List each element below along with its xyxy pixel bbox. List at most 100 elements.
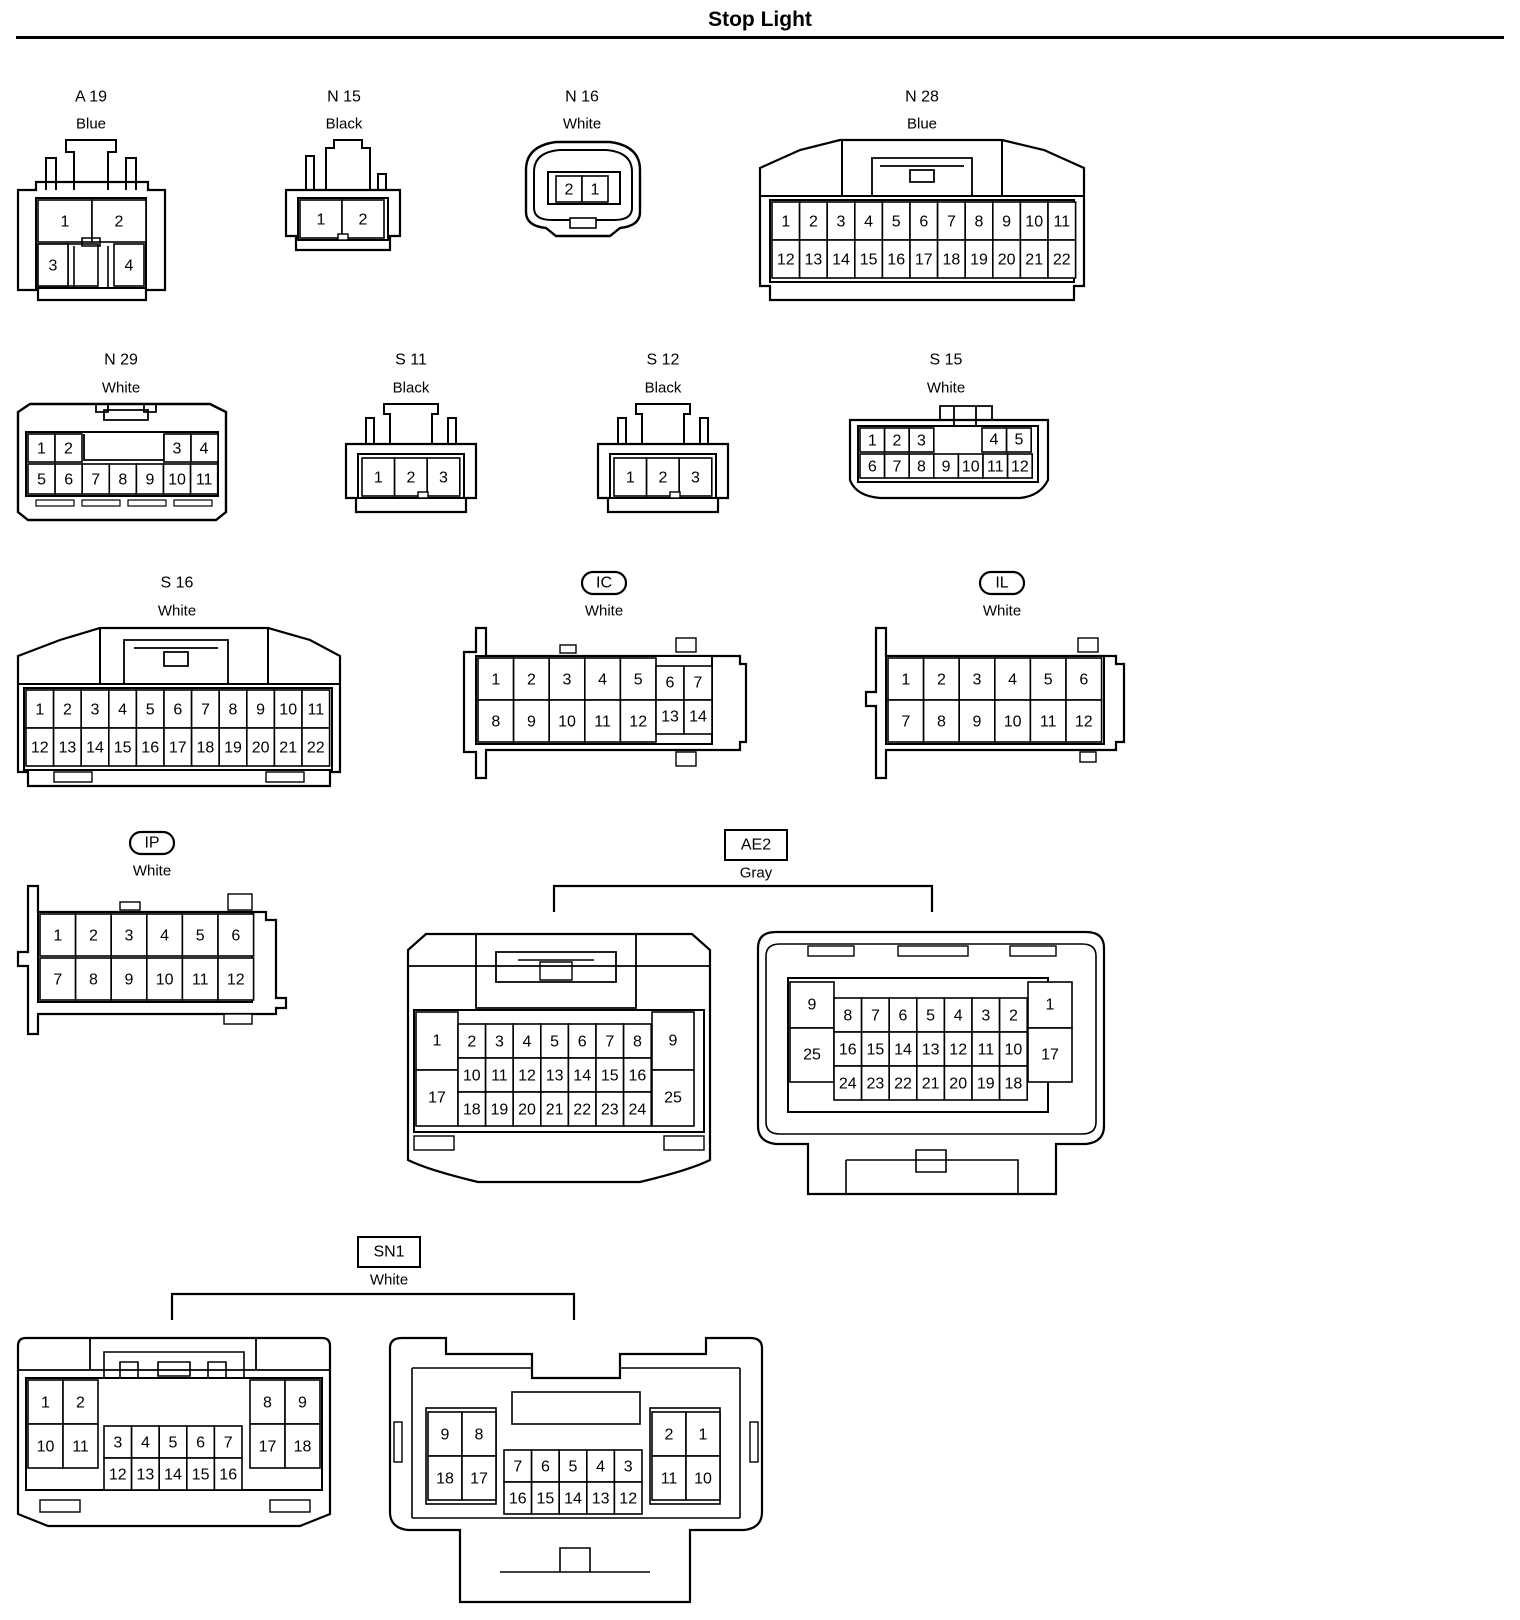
- pin-cell: [622, 1091, 652, 1127]
- housing-outline: [596, 442, 730, 514]
- pin-number: 21: [279, 740, 297, 757]
- pin-cell: [581, 175, 609, 203]
- pin-number: 15: [601, 1068, 619, 1085]
- pin-number: 8: [118, 472, 127, 489]
- pin-number: 12: [109, 1467, 127, 1484]
- pin-number: 8: [975, 214, 984, 231]
- pin-number: 16: [887, 252, 905, 269]
- pin-number: 18: [943, 252, 961, 269]
- pin-number: 5: [926, 1008, 935, 1025]
- pin-cell: [585, 1481, 616, 1515]
- housing-outline: [284, 188, 402, 252]
- rib: [413, 1135, 455, 1151]
- housing-outline: [365, 417, 457, 444]
- pin-cell: [108, 727, 138, 767]
- pin-cell: [158, 1425, 188, 1459]
- pin-cell: [685, 1455, 721, 1501]
- pin-number: 1: [41, 1395, 50, 1412]
- latch: [569, 217, 597, 229]
- pin-number: 6: [196, 1435, 205, 1452]
- latch: [119, 901, 141, 911]
- bracket: [170, 1292, 576, 1320]
- pin-number: 5: [169, 1435, 178, 1452]
- pin-cell: [1047, 239, 1077, 279]
- pin-cell: [619, 657, 657, 701]
- connector-color: Black: [393, 380, 430, 397]
- pin-number: 16: [141, 740, 159, 757]
- pin-cell: [651, 1011, 695, 1071]
- rib: [749, 1421, 759, 1463]
- pin-number: 9: [973, 714, 982, 731]
- pin-cell: [512, 1091, 542, 1127]
- pin-number: 25: [803, 1047, 821, 1064]
- pin-cell: [1005, 427, 1032, 453]
- pin-number: 5: [550, 1034, 559, 1051]
- pin-cell: [190, 433, 219, 463]
- pin-number: 20: [252, 740, 270, 757]
- pin-number: 19: [224, 740, 242, 757]
- rib: [807, 945, 855, 957]
- pin-number: 1: [433, 1033, 442, 1050]
- pin-number: 2: [937, 672, 946, 689]
- pin-cell: [583, 657, 622, 701]
- housing-outline: [408, 934, 710, 1009]
- pin-number: 2: [467, 1034, 476, 1051]
- pin-number: 2: [527, 672, 536, 689]
- pin-cell: [1047, 201, 1077, 241]
- pin-number: 16: [219, 1467, 237, 1484]
- pin-number: 4: [598, 672, 607, 689]
- pin-number: 9: [441, 1427, 450, 1444]
- pin-cell: [163, 727, 193, 767]
- pin-number: 17: [259, 1439, 277, 1456]
- pin-number: 3: [563, 672, 572, 689]
- pin-number: 18: [1005, 1076, 1023, 1093]
- pin-cell: [80, 727, 110, 767]
- housing-outline: [756, 930, 1106, 1196]
- pin-cell: [998, 997, 1028, 1033]
- pin-cell: [273, 727, 303, 767]
- pin-cell: [74, 957, 112, 1001]
- pin-cell: [457, 1023, 487, 1059]
- pin-number: 14: [86, 740, 104, 757]
- pin-number: 13: [922, 1042, 940, 1059]
- pin-cell: [964, 239, 994, 279]
- pin-number: 19: [491, 1102, 509, 1119]
- pin-cell: [457, 1091, 487, 1127]
- latch: [559, 644, 577, 654]
- pin-number: 9: [1002, 214, 1011, 231]
- pin-cell: [998, 1065, 1028, 1101]
- pin-number: 6: [173, 702, 182, 719]
- pin-number: 21: [922, 1076, 940, 1093]
- pin-cell: [427, 1411, 463, 1457]
- connector-color: Blue: [907, 116, 937, 133]
- pin-number: 7: [605, 1034, 614, 1051]
- connector-color: White: [158, 603, 196, 620]
- pin-number: 9: [145, 472, 154, 489]
- pin-number: 2: [359, 212, 368, 229]
- latch: [417, 491, 429, 499]
- pin-number: 7: [91, 472, 100, 489]
- connector-code: N 16: [565, 89, 599, 106]
- pin-number: 8: [89, 972, 98, 989]
- pin-number: 7: [947, 214, 956, 231]
- connector-color: Blue: [76, 116, 106, 133]
- pin-cell: [461, 1455, 497, 1501]
- pin-number: 12: [31, 740, 49, 757]
- pin-cell: [217, 913, 255, 957]
- pin-number: 10: [156, 972, 174, 989]
- pin-cell: [190, 689, 221, 729]
- pin-number: 21: [546, 1102, 564, 1119]
- pin-number: 15: [537, 1491, 555, 1508]
- pin-number: 17: [428, 1090, 446, 1107]
- title-divider: [16, 36, 1504, 39]
- pin-number: 12: [1011, 459, 1029, 476]
- pin-number: 11: [661, 1471, 678, 1488]
- pin-cell: [393, 457, 429, 497]
